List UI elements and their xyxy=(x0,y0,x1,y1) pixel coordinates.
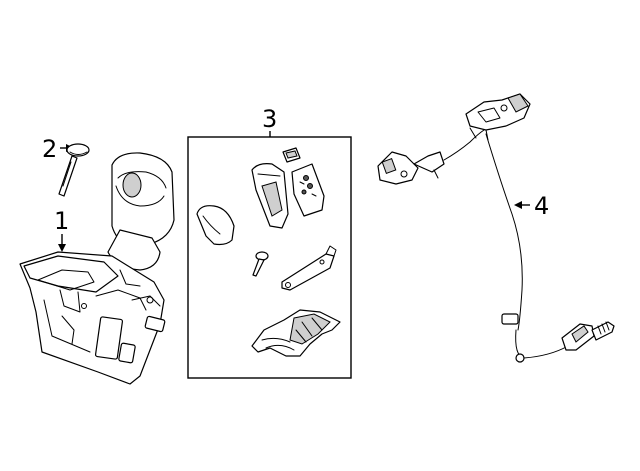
callout-2-label: 2 xyxy=(42,135,57,163)
callout-1: 1 xyxy=(54,207,69,252)
kit-indicator-plate xyxy=(291,163,325,217)
shifter-assembly xyxy=(19,152,175,385)
callout-1-label: 1 xyxy=(54,207,69,235)
callout-3-label: 3 xyxy=(262,105,277,133)
bolt-part xyxy=(58,143,90,197)
kit-boot xyxy=(251,309,341,357)
kit-box xyxy=(187,136,352,379)
shift-cable xyxy=(377,93,615,363)
callout-4-label: 4 xyxy=(534,192,549,220)
callout-4-arrow xyxy=(514,201,522,209)
callout-4: 4 xyxy=(514,192,549,220)
callout-3: 3 xyxy=(262,105,277,137)
kit-screw xyxy=(252,251,269,277)
kit-knob-cap xyxy=(196,205,235,246)
callout-1-arrow xyxy=(58,244,66,252)
kit-bracket xyxy=(281,245,337,291)
